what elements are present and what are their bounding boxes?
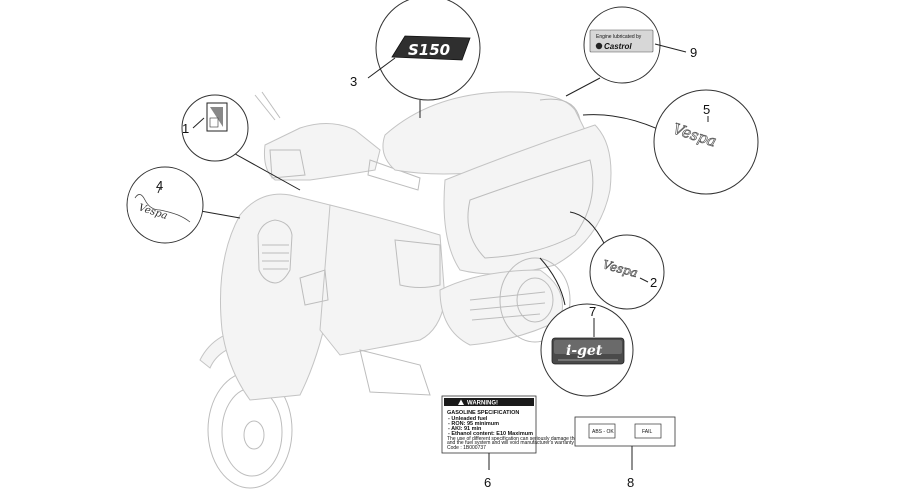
part-number-5: 5: [703, 102, 710, 117]
warning-line-1: - Unleaded fuel: [448, 416, 488, 422]
warning-line-3: - AKI: 91 min: [448, 426, 482, 432]
warning-line-4: - Ethanol content: E10 Maximum: [448, 431, 533, 437]
callout-3: S150 3: [350, 0, 481, 118]
decal-9-castrol: Engine lubricated by Castrol: [589, 29, 654, 53]
part-number-8: 8: [627, 475, 634, 490]
part-number-6: 6: [484, 475, 491, 490]
warning-line-6: and the fuel system and will void manufa…: [447, 440, 574, 446]
warning-line-7: Code : 1B000737: [447, 445, 486, 451]
castrol-line1: Engine lubricated by: [596, 34, 642, 40]
callout-5: Vespa 5: [582, 89, 759, 195]
warning-header: WARNING!: [467, 401, 498, 407]
callout-9: Engine lubricated by Castrol 9: [565, 6, 697, 97]
part-6-warning-label: WARNING! GASOLINE SPECIFICATION - Unlead…: [441, 395, 594, 490]
callout-4: Vespa 4: [126, 166, 241, 244]
scooter-ghost-outline: [199, 91, 612, 489]
abs-left-text: ABS - OK: [592, 429, 614, 435]
part-number-3: 3: [350, 74, 357, 89]
callout-7: i-get 7: [539, 257, 634, 397]
castrol-brand: Castrol: [604, 42, 632, 51]
s150-badge-text: S150: [408, 41, 450, 59]
decal-3-s150-badge: S150: [391, 35, 471, 61]
part-number-1: 1: [182, 121, 189, 136]
part-number-9: 9: [690, 45, 697, 60]
callout-1: 1: [181, 94, 301, 191]
part-number-2: 2: [650, 275, 657, 290]
abs-right-text: FAIL: [642, 429, 653, 435]
part-number-7: 7: [589, 304, 596, 319]
part-8-abs-label: ABS - OK FAIL 8: [574, 416, 676, 490]
warning-line-2: - RON: 95 minimum: [448, 421, 499, 427]
warning-line-5: The use of different specification can s…: [447, 436, 594, 442]
iget-text: i-get: [566, 343, 603, 359]
part-number-4: 4: [156, 178, 163, 193]
decal-1-square: [206, 102, 228, 132]
decal-7-iget-badge: i-get: [551, 337, 625, 365]
warning-title: GASOLINE SPECIFICATION: [447, 410, 519, 416]
callout-2: Vespa 2: [569, 211, 665, 310]
